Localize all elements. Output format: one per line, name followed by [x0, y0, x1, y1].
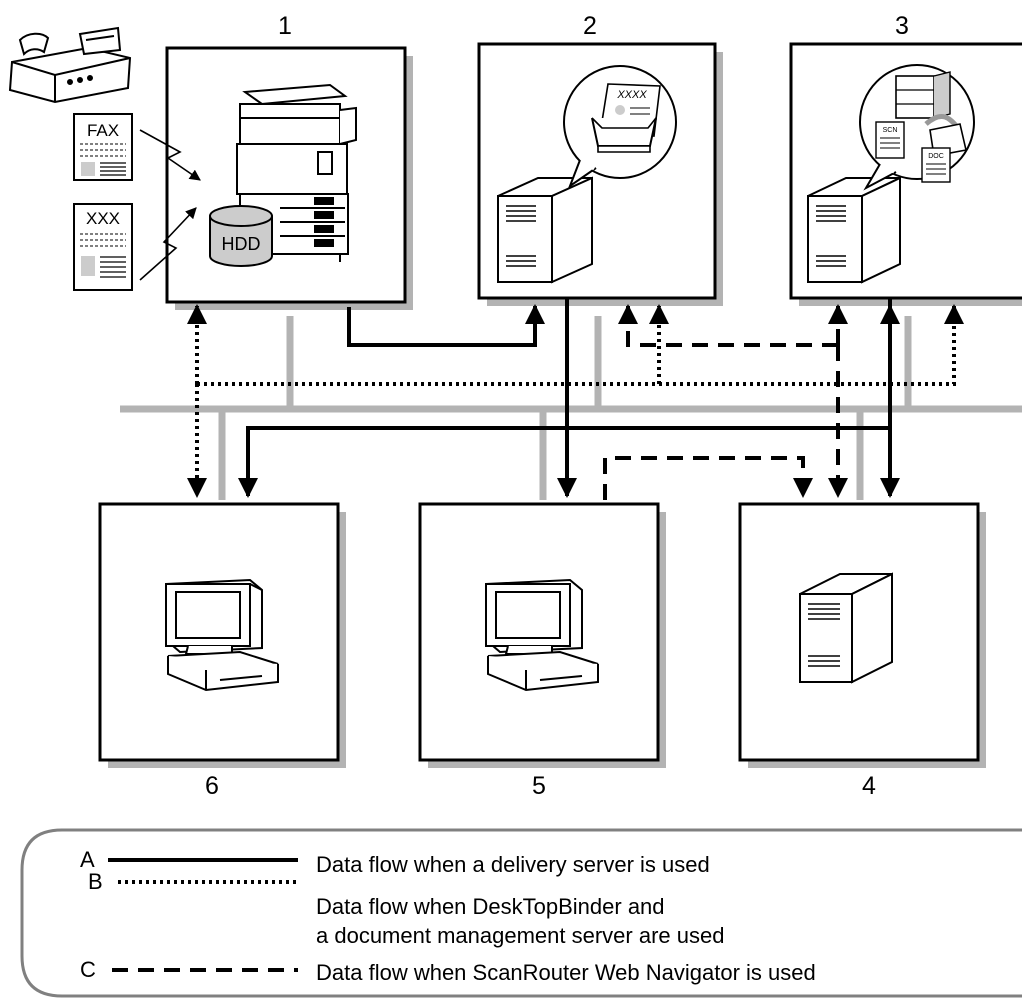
paper-document-label: XXX	[86, 209, 120, 228]
fax-document-label: FAX	[87, 121, 119, 140]
computer-icon	[165, 578, 279, 692]
hdd-icon: HDD	[209, 205, 273, 267]
server-icon	[807, 176, 901, 284]
delivery-document-label: XXXX	[616, 89, 647, 101]
server-icon	[497, 176, 593, 284]
legend-frame	[20, 828, 1022, 998]
scn-label: SCN	[883, 127, 898, 134]
flow-a-lines	[238, 298, 900, 498]
document-storage-callout: SCN DOC	[859, 64, 975, 191]
hdd-label: HDD	[222, 234, 261, 254]
fax-document-icon: FAX	[73, 113, 133, 181]
paper-document-icon: XXX	[73, 203, 133, 291]
flow-b-lines	[187, 304, 964, 498]
flow-c-lines	[603, 304, 848, 500]
network-backbone	[120, 316, 1022, 500]
legend-key-c: C	[80, 957, 96, 982]
computer-icon	[485, 578, 599, 692]
scan-transmission-arrow	[139, 207, 197, 281]
node-box-5	[418, 502, 666, 768]
server-icon	[799, 572, 893, 684]
node-label-6: 6	[205, 772, 219, 800]
doc-label: DOC	[928, 153, 944, 160]
legend-text-a: Data flow when a delivery server is used	[316, 852, 710, 877]
node-label-5: 5	[532, 772, 546, 800]
legend-key-a: A	[80, 847, 95, 872]
node-label-2: 2	[583, 12, 597, 40]
node-label-4: 4	[862, 772, 876, 800]
delivery-tray-callout: XXXX	[563, 65, 677, 189]
fax-transmission-arrow	[139, 129, 201, 181]
legend-text-c: Data flow when ScanRouter Web Navigator …	[316, 960, 816, 985]
legend-text-b-line2: a document management server are used	[316, 923, 725, 948]
legend-samples	[108, 858, 298, 972]
legend-text-b-line1: Data flow when DeskTopBinder and	[316, 894, 665, 919]
node-label-1: 1	[278, 12, 292, 40]
fax-machine-icon	[8, 26, 132, 104]
node-label-3: 3	[895, 12, 909, 40]
legend-key-b: B	[88, 869, 103, 894]
